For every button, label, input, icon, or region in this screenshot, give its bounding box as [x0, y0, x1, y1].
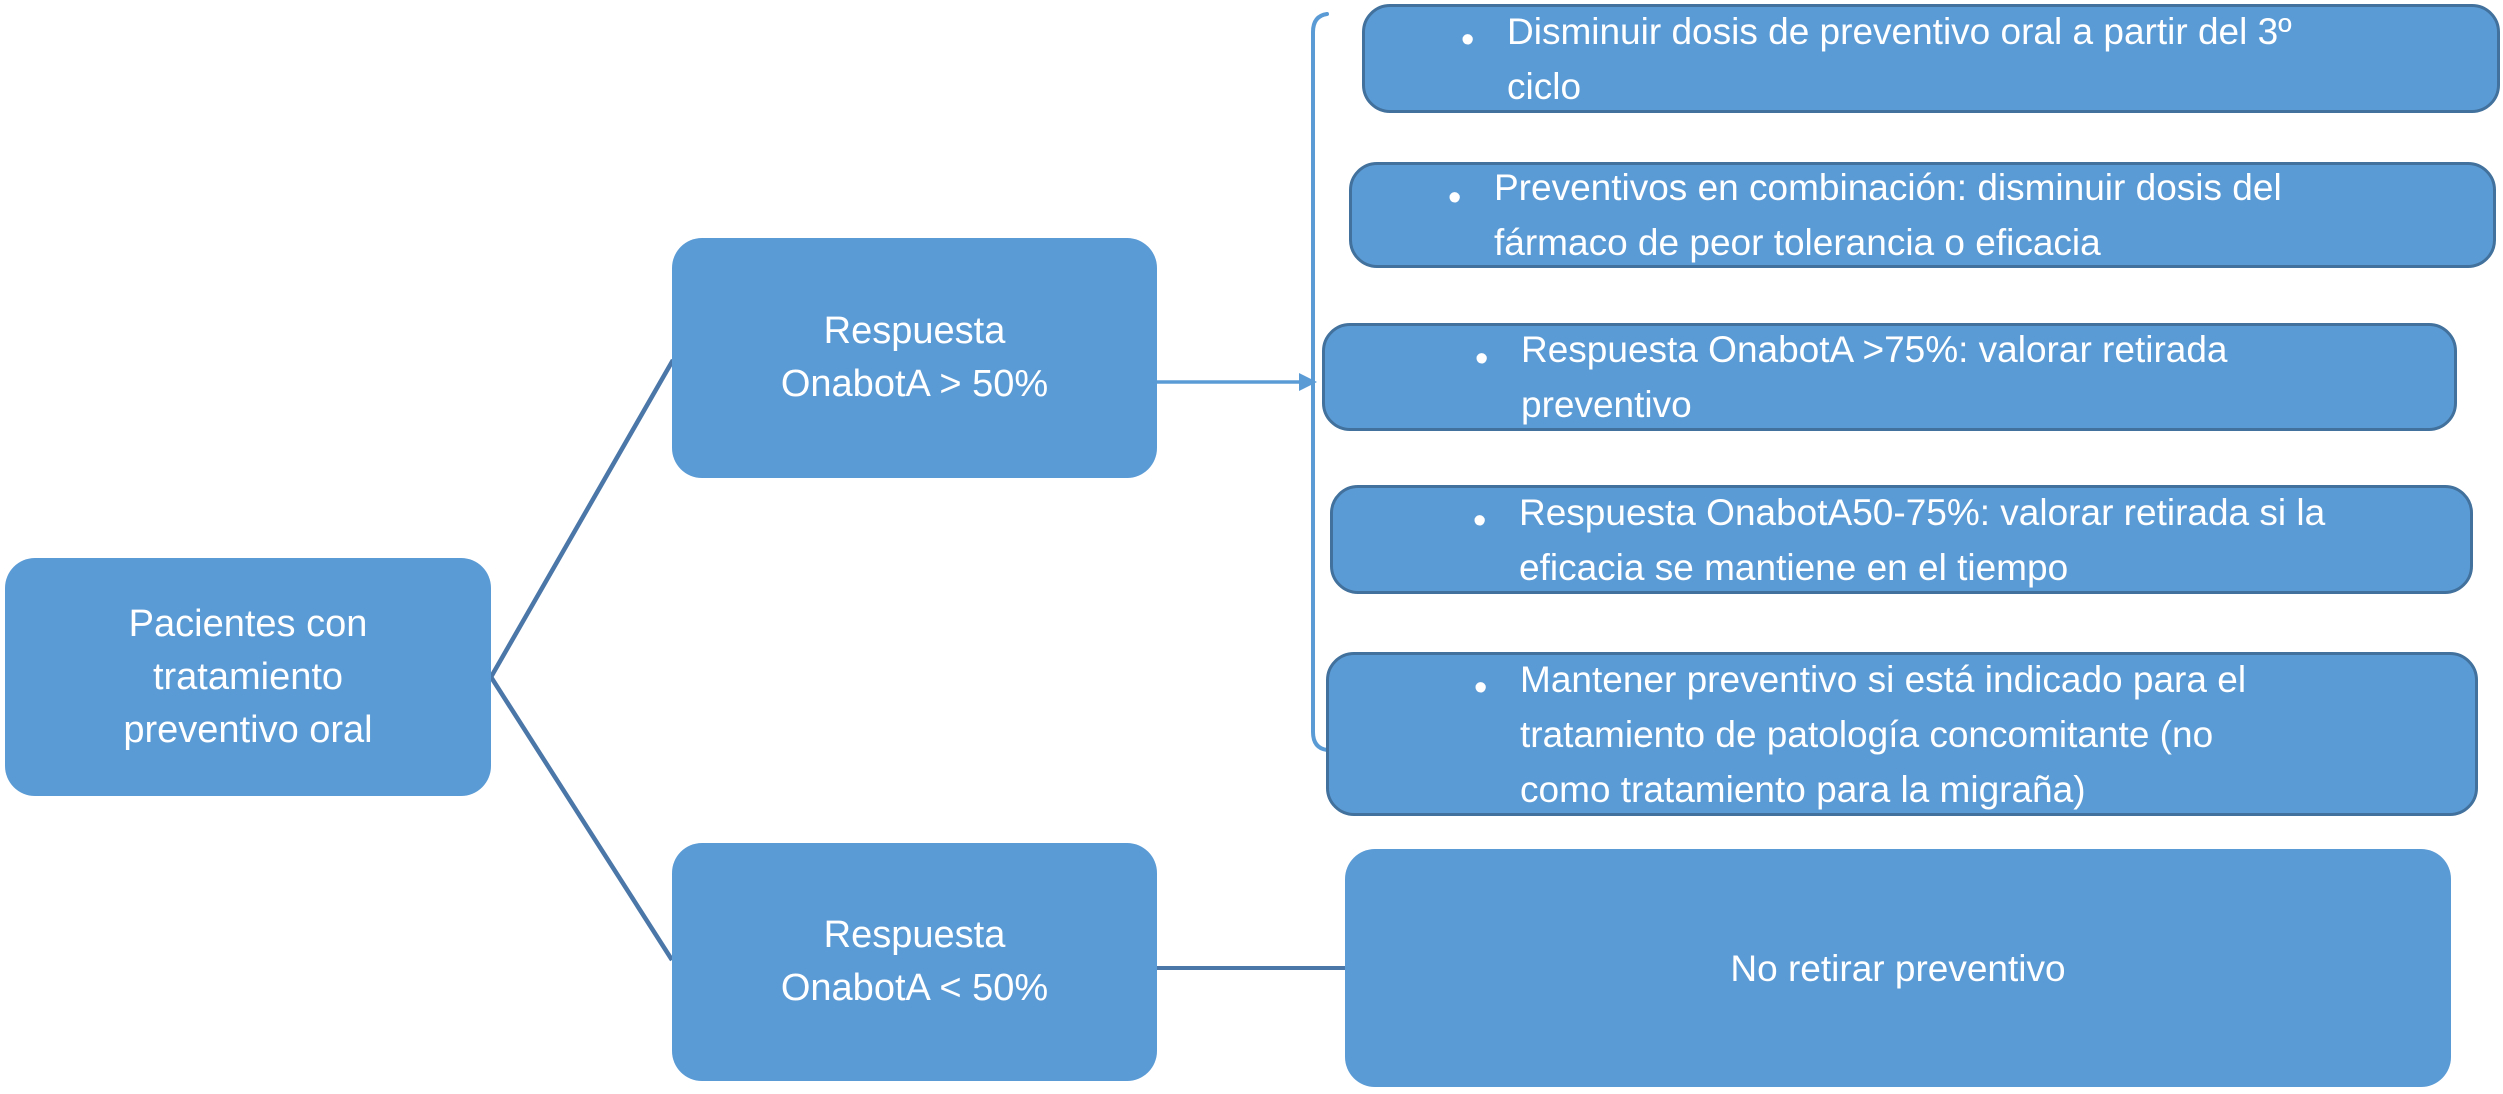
outcome-item-respuesta-75: • Respuesta OnabotA >75%: valorar retira…: [1322, 323, 2457, 431]
node-root-label: Pacientes con tratamiento preventivo ora…: [123, 602, 373, 751]
node-root: Pacientes con tratamiento preventivo ora…: [5, 558, 491, 796]
arrow-right-icon: [1299, 373, 1317, 391]
bullet-icon: •: [1461, 19, 1475, 61]
outcome-text: Preventivos en combinación: disminuir do…: [1494, 167, 2282, 263]
grouping-bracket: [1311, 12, 1329, 752]
node-respuesta-lt50-label: Respuesta OnabotA < 50%: [780, 914, 1049, 1009]
outcome-item-respuesta-50-75: • Respuesta OnabotA50-75%: valorar retir…: [1330, 485, 2473, 594]
outcome-item-mantener-preventivo: • Mantener preventivo si está indicado p…: [1326, 652, 2478, 816]
outcome-item-preventivos-combinacion: • Preventivos en combinación: disminuir …: [1349, 162, 2496, 268]
node-respuesta-lt50: Respuesta OnabotA < 50%: [672, 843, 1157, 1081]
bullet-icon: •: [1448, 177, 1462, 219]
bullet-icon: •: [1473, 500, 1487, 542]
bullet-icon: •: [1475, 338, 1489, 380]
connector-root-to-lt50: [489, 675, 674, 962]
node-no-retirar-label: No retirar preventivo: [1730, 947, 2066, 989]
bullet-icon: •: [1474, 667, 1488, 709]
outcome-text: Mantener preventivo si está indicado par…: [1520, 658, 2247, 810]
outcome-text: Respuesta OnabotA >75%: valorar retirada…: [1521, 329, 2228, 425]
outcome-item-disminuir-dosis: • Disminuir dosis de preventivo oral a p…: [1362, 4, 2500, 113]
connector-root-to-gt50: [489, 358, 675, 679]
node-no-retirar-preventivo: No retirar preventivo: [1345, 849, 2451, 1087]
node-respuesta-gt50-label: Respuesta OnabotA > 50%: [780, 310, 1049, 405]
outcome-text: Disminuir dosis de preventivo oral a par…: [1507, 10, 2292, 107]
outcome-text: Respuesta OnabotA50-75%: valorar retirad…: [1519, 491, 2326, 588]
node-respuesta-gt50: Respuesta OnabotA > 50%: [672, 238, 1157, 478]
